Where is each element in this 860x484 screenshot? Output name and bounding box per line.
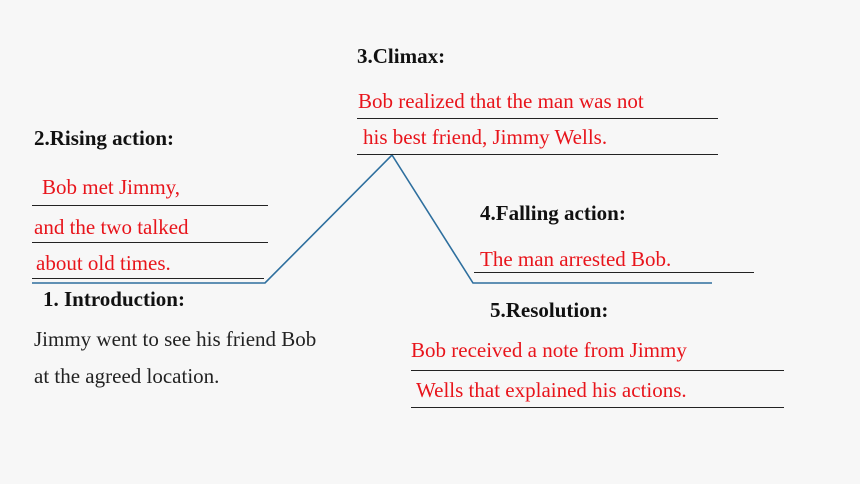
rising-action-answer-line-1: Bob met Jimmy, — [42, 175, 181, 199]
rising-action-rule-2 — [32, 242, 268, 243]
introduction-heading: 1. Introduction: — [43, 287, 185, 311]
climax-answer-line-1: Bob realized that the man was not — [358, 89, 644, 113]
resolution-rule-1 — [411, 370, 784, 371]
introduction-text-line-2: at the agreed location. — [34, 364, 220, 388]
climax-heading: 3.Climax: — [357, 44, 446, 68]
resolution-heading: 5.Resolution: — [490, 298, 609, 322]
falling-action-heading: 4.Falling action: — [480, 201, 626, 225]
rising-action-heading: 2.Rising action: — [34, 126, 175, 150]
rising-action-answer-line-2: and the two talked — [34, 215, 189, 239]
climax-rule-2 — [357, 154, 718, 155]
rising-action-rule-1 — [32, 205, 268, 206]
plot-arc — [32, 153, 712, 284]
rising-action-rule-3 — [32, 278, 264, 279]
falling-action-rule — [474, 272, 754, 273]
climax-rule-1 — [357, 118, 718, 119]
resolution-answer-line-2: Wells that explained his actions. — [416, 378, 687, 402]
falling-action-answer: The man arrested Bob. — [480, 247, 672, 271]
introduction-text-line-1: Jimmy went to see his friend Bob — [34, 327, 317, 351]
resolution-answer-line-1: Bob received a note from Jimmy — [411, 338, 687, 362]
resolution-rule-2 — [411, 407, 784, 408]
climax-answer-line-2: his best friend, Jimmy Wells. — [363, 125, 608, 149]
rising-action-answer-line-3: about old times. — [36, 251, 171, 275]
